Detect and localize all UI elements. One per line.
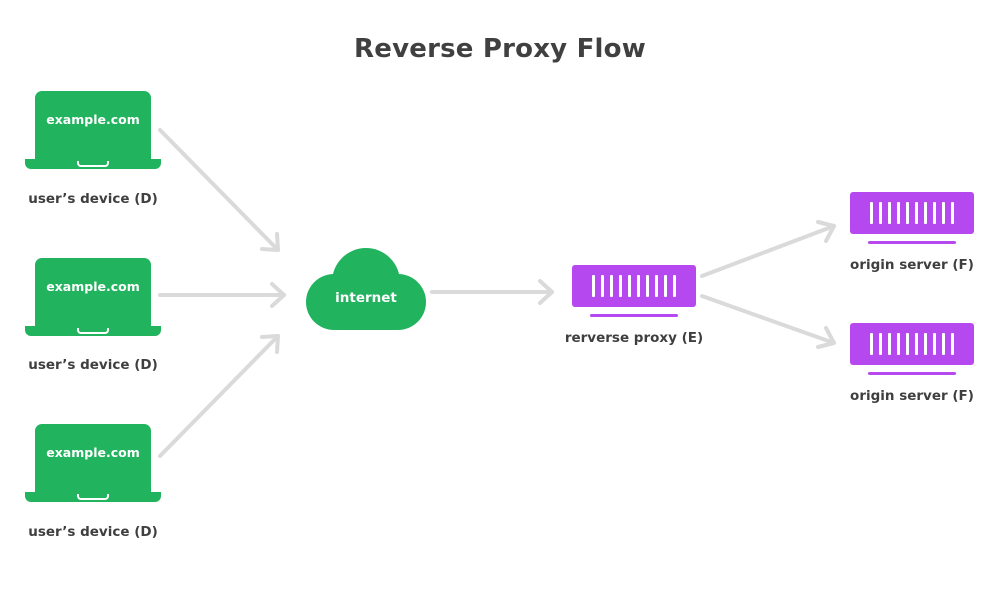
server-underline [868, 372, 956, 375]
arrowhead-device-3 [260, 334, 280, 354]
laptop-icon: example.com [25, 424, 161, 504]
cloud-icon: internet [302, 246, 430, 332]
server-box [850, 192, 974, 234]
device-label: user’s device (D) [28, 524, 158, 540]
proxy-label: rerverse proxy (E) [564, 330, 704, 346]
laptop-screen-text: example.com [46, 278, 140, 294]
laptop-notch [77, 494, 109, 500]
laptop-notch [77, 161, 109, 167]
server-icon [850, 192, 974, 244]
laptop-notch [77, 328, 109, 334]
arrow-device-3-to-internet [158, 334, 280, 458]
arrowhead-device-2 [270, 282, 286, 308]
server-box [850, 323, 974, 365]
origin-label: origin server (F) [850, 257, 974, 273]
laptop-screen: example.com [35, 424, 151, 492]
server-box [572, 265, 696, 307]
server-underline [868, 241, 956, 244]
device-label: user’s device (D) [28, 357, 158, 373]
cloud-shape [306, 248, 426, 330]
arrowhead-origin-2 [816, 326, 836, 349]
laptop-screen-text: example.com [46, 111, 140, 127]
device-label: user’s device (D) [28, 191, 158, 207]
arrowhead-origin-1 [816, 220, 836, 243]
server-underline [590, 314, 678, 317]
server-icon [850, 323, 974, 375]
laptop-screen: example.com [35, 91, 151, 159]
laptop-screen-text: example.com [46, 444, 140, 460]
server-icon [572, 265, 696, 317]
origin-label: origin server (F) [850, 388, 974, 404]
arrow-device-1-to-internet [158, 128, 280, 252]
internet-label: internet [335, 290, 397, 306]
arrow-proxy-to-origin-1 [700, 224, 836, 278]
arrowhead-device-1 [260, 232, 280, 252]
laptop-screen: example.com [35, 258, 151, 326]
arrow-proxy-to-origin-2 [700, 294, 836, 345]
laptop-icon: example.com [25, 258, 161, 338]
page-title: Reverse Proxy Flow [354, 34, 646, 64]
laptop-icon: example.com [25, 91, 161, 171]
arrowhead-internet-to-proxy [538, 279, 554, 305]
